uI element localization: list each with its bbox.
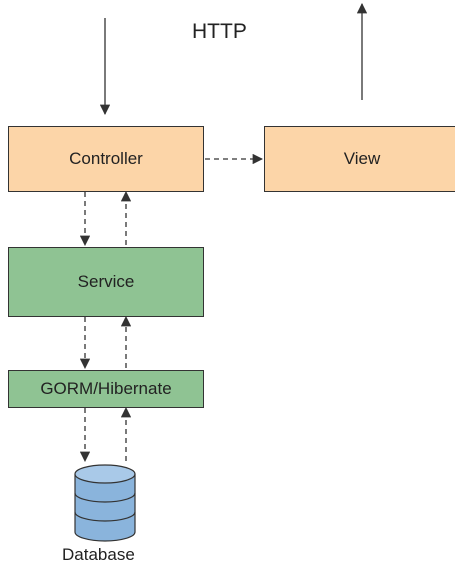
gorm-hibernate-label: GORM/Hibernate — [40, 379, 172, 398]
controller-node: Controller — [8, 126, 204, 192]
http-label: HTTP — [192, 20, 247, 43]
service-label: Service — [77, 272, 135, 291]
service-node: Service — [8, 247, 204, 317]
view-node: View — [264, 126, 455, 192]
database-icon — [74, 464, 136, 542]
controller-label: Controller — [69, 149, 143, 168]
gorm-hibernate-node: GORM/Hibernate — [8, 370, 204, 408]
view-label: View — [343, 149, 381, 168]
database-label: Database — [62, 545, 135, 564]
